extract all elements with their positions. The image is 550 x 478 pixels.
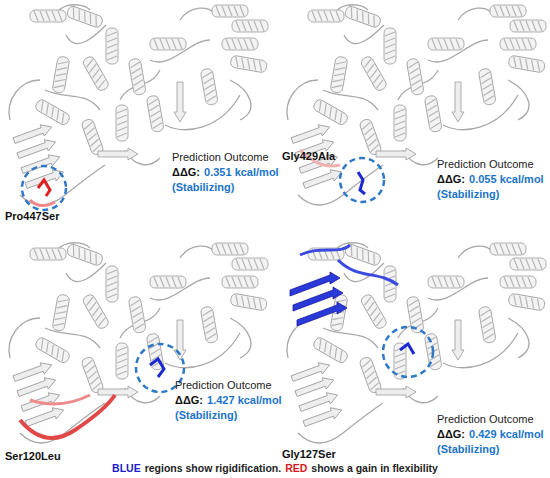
ddg-label: ΔΔG:: [437, 172, 465, 187]
flexible-region: [30, 395, 90, 404]
outcome-heading: Prediction Outcome: [175, 378, 272, 393]
prediction-outcome: Prediction OutcomeΔΔG: 0.351 kcal/mol(Sta…: [172, 150, 279, 195]
outcome-row: Prediction Outcome: [437, 412, 544, 427]
key-text: shows a gain in flexibility: [311, 462, 438, 474]
outcome-row: (Stabilizing): [175, 408, 282, 423]
mutation-label: Ser120Leu: [5, 450, 61, 462]
rigid-region: [300, 245, 398, 285]
highlight-circle: [340, 158, 384, 202]
flexible-region: [20, 395, 115, 438]
mutation-label: Gly127Ser: [282, 448, 336, 460]
mutation-residue: [38, 180, 50, 196]
color-key: BLUE regions show rigidification.RED shows…: [0, 462, 550, 474]
outcome-row: ΔΔG: 1.427 kcal/mol: [175, 393, 282, 408]
mutation-residue: [150, 359, 164, 377]
protein-ribbon: [287, 5, 546, 205]
ddg-value: (Stabilizing): [437, 442, 499, 457]
outcome-row: (Stabilizing): [437, 442, 544, 457]
protein-ribbon: [287, 243, 546, 443]
outcome-row: Prediction Outcome: [437, 157, 544, 172]
outcome-row: ΔΔG: 0.429 kcal/mol: [437, 427, 544, 442]
outcome-row: Prediction Outcome: [175, 378, 282, 393]
rigid-region: [290, 272, 347, 326]
outcome-row: ΔΔG: 0.351 kcal/mol: [172, 165, 279, 180]
highlight-circle: [383, 327, 433, 377]
mutation-label: Gly429Ala: [282, 150, 335, 162]
highlight-circle: [22, 166, 66, 210]
key-text: RED: [285, 462, 307, 474]
ddg-value: (Stabilizing): [172, 180, 234, 195]
mutation-label: Pro447Ser: [5, 210, 59, 222]
outcome-heading: Prediction Outcome: [437, 412, 534, 427]
outcome-row: Prediction Outcome: [172, 150, 279, 165]
outcome-row: (Stabilizing): [172, 180, 279, 195]
ddg-value: (Stabilizing): [175, 408, 237, 423]
key-text: regions show rigidification.: [145, 462, 282, 474]
ddg-label: ΔΔG:: [172, 165, 200, 180]
mutation-residue: [358, 172, 365, 194]
prediction-outcome: Prediction OutcomeΔΔG: 0.429 kcal/mol(Sta…: [437, 412, 544, 457]
prediction-outcome: Prediction OutcomeΔΔG: 0.055 kcal/mol(Sta…: [437, 157, 544, 202]
protein-ribbon: [9, 243, 268, 443]
ddg-value: 0.429 kcal/mol: [469, 427, 544, 442]
ddg-label: ΔΔG:: [437, 427, 465, 442]
outcome-row: ΔΔG: 0.055 kcal/mol: [437, 172, 544, 187]
ddg-value: 1.427 kcal/mol: [207, 393, 282, 408]
ddg-value: 0.055 kcal/mol: [469, 172, 544, 187]
ddg-value: (Stabilizing): [437, 187, 499, 202]
mutation-residue: [400, 344, 414, 354]
outcome-row: (Stabilizing): [437, 187, 544, 202]
ddg-value: 0.351 kcal/mol: [204, 165, 279, 180]
prediction-outcome: Prediction OutcomeΔΔG: 1.427 kcal/mol(Sta…: [175, 378, 282, 423]
outcome-heading: Prediction Outcome: [172, 150, 269, 165]
flexible-region: [30, 200, 55, 206]
ddg-label: ΔΔG:: [175, 393, 203, 408]
outcome-heading: Prediction Outcome: [437, 157, 534, 172]
key-text: BLUE: [112, 462, 141, 474]
